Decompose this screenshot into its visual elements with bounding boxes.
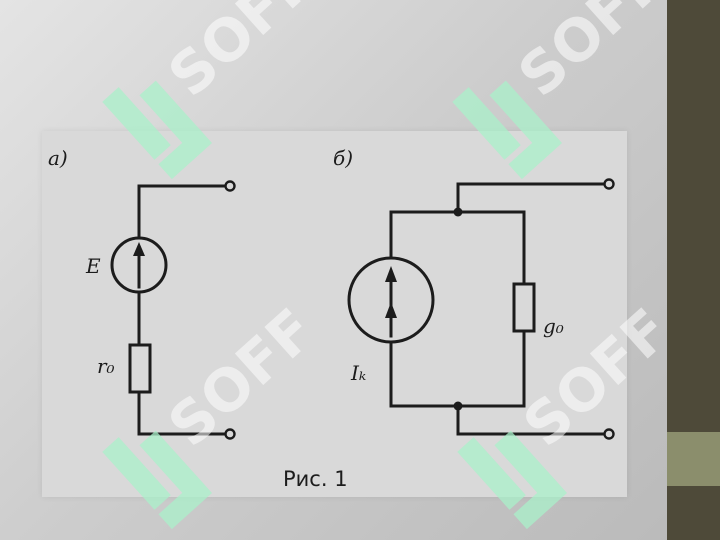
resistor-a xyxy=(128,343,152,394)
terminal-b-top xyxy=(603,178,615,190)
wire-b-top-lead xyxy=(456,182,607,214)
part-a-label: а) xyxy=(48,146,68,170)
wire-b-top-rail xyxy=(389,210,526,286)
wire-b-bottom-rail xyxy=(389,329,526,408)
side-decor-band xyxy=(667,432,720,486)
soff-mark-shape xyxy=(102,80,212,180)
soff-mark-shape xyxy=(452,80,562,180)
conductance-b xyxy=(512,282,536,333)
terminal-b-bottom xyxy=(603,428,615,440)
part-b-label: б) xyxy=(333,146,353,170)
node-b-top xyxy=(453,207,463,217)
conductance-b-label: g₀ xyxy=(543,314,564,338)
soff-mark-shape xyxy=(102,430,212,530)
soff-watermark-text: SOFF xyxy=(155,295,327,460)
source-a-arrow-head xyxy=(133,242,145,256)
wire-b-bottom-lead xyxy=(456,404,607,436)
soff-logo-icon: SOFF xyxy=(452,0,667,180)
node-b-bottom xyxy=(453,401,463,411)
circuit-diagram: а) E r₀ б) Iₖ g₀ Рис. 1 SOFF SOFF xyxy=(48,0,667,530)
terminal-a-top xyxy=(224,180,236,192)
figure-caption: Рис. 1 xyxy=(283,467,348,491)
source-b-arrow-head-upper xyxy=(385,266,397,282)
terminal-a-bottom xyxy=(224,428,236,440)
source-a-label: E xyxy=(85,254,101,278)
soff-watermark-text: SOFF xyxy=(505,0,667,110)
source-b-label: Iₖ xyxy=(350,361,366,385)
source-b-arrow-head-lower xyxy=(385,302,397,318)
soff-mark-shape xyxy=(457,430,567,530)
wire-a-bottom xyxy=(137,390,228,436)
wire-a-top xyxy=(137,184,228,240)
resistor-a-label: r₀ xyxy=(97,354,115,378)
soff-watermark-text: SOFF xyxy=(155,0,327,110)
soff-logo-icon: SOFF xyxy=(102,0,328,180)
